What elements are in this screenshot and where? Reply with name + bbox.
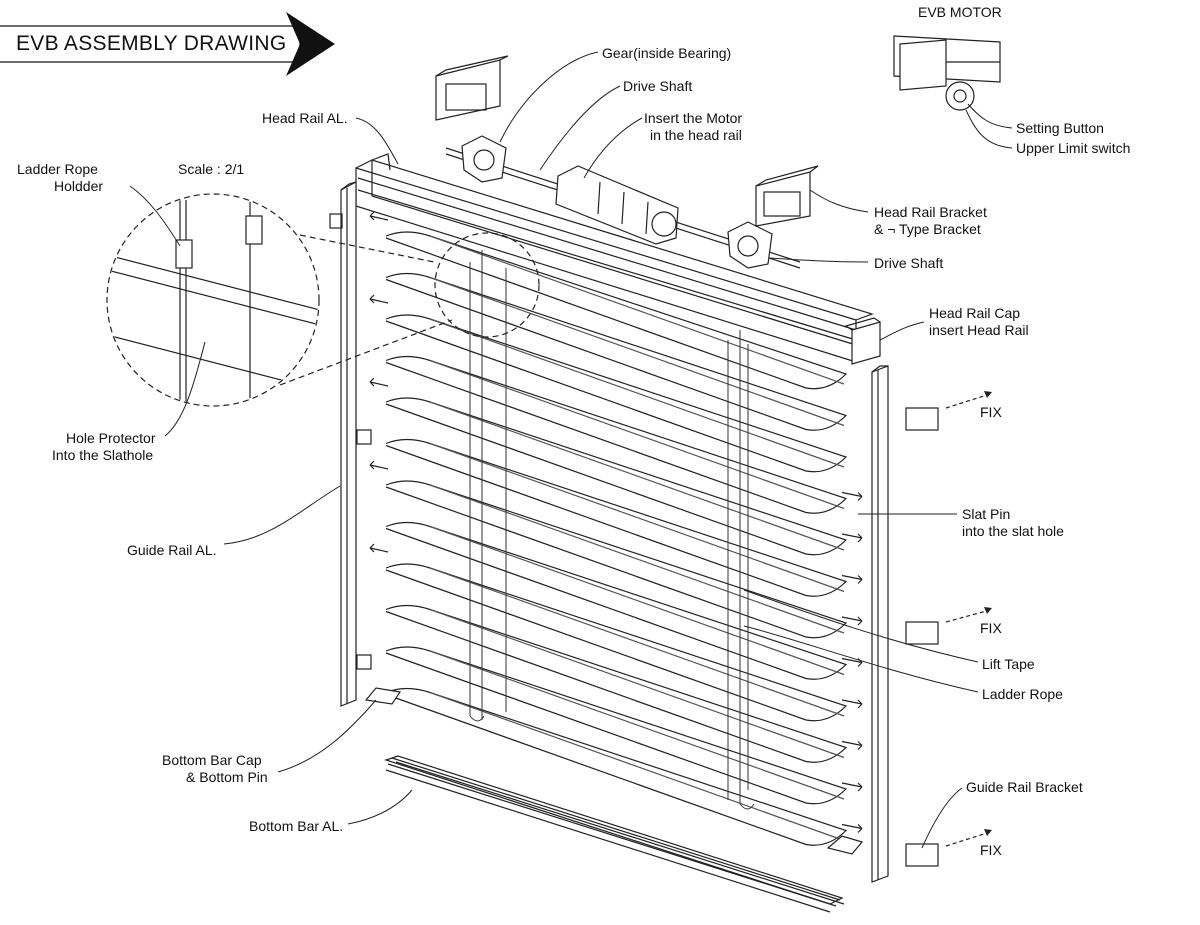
label-ladder-rope: Ladder Rope [982,686,1063,702]
fix-arrows [945,393,991,847]
label-drive-shaft-right: Drive Shaft [874,255,944,271]
label-head-rail-bracket-1: Head Rail Bracket [874,204,987,220]
slat-edge [429,401,845,551]
slat-pin [841,823,863,833]
slat-edge [429,484,845,634]
guide-rail-left [329,181,372,707]
slat-edge [429,608,845,759]
slat [385,272,848,431]
slat-edge [429,691,845,842]
label-insert-motor-1: Insert the Motor [644,110,743,126]
slat [385,397,848,556]
label-slat-pin-1: Slat Pin [962,506,1011,522]
label-ladder-holder-2: Holdder [54,178,104,194]
label-head-rail-cap-1: Head Rail Cap [929,305,1021,321]
bottom-bar-cap-right [826,835,864,855]
slat-edge [429,525,845,676]
label-gear: Gear(inside Bearing) [602,45,732,61]
guide-rail-brackets [905,407,939,867]
label-evb-motor: EVB MOTOR [918,4,1002,20]
label-ladder-holder-1: Ladder Rope [17,161,98,177]
label-head-rail: Head Rail AL. [262,110,348,126]
detail-circle [106,193,540,407]
slat-edge [429,359,845,510]
label-guide-rail-bracket: Guide Rail Bracket [966,779,1083,795]
label-bottom-bar-cap-2: & Bottom Pin [186,769,268,785]
label-fix-1: FIX [980,404,1002,420]
label-head-rail-bracket-2: & ¬ Type Bracket [874,221,981,237]
slat [385,480,848,639]
slat [385,687,848,846]
slat-pin [369,211,389,221]
slat-edge [429,650,845,800]
slat-pin [369,377,389,387]
slat [385,604,848,763]
slat [385,563,848,722]
slat-edge [429,276,845,427]
page-title: EVB ASSEMBLY DRAWING [16,32,287,55]
slat [385,438,848,597]
bottom-bar [384,755,845,913]
slat-edge [429,235,845,385]
slat [385,355,848,514]
guide-rail-right [871,365,889,883]
slat-pin [369,543,389,553]
head-rail-bracket-top [435,55,509,121]
label-hole-protector-1: Hole Protector [66,430,156,446]
label-insert-motor-2: in the head rail [650,127,742,143]
slat-edge [429,442,845,593]
label-fix-3: FIX [980,842,1002,858]
drive-shaft-assembly [445,135,801,269]
leader-lines [129,51,1013,849]
label-upper-limit: Upper Limit switch [1016,140,1131,156]
title-banner [0,12,335,76]
slat-pin [841,699,863,709]
label-bottom-bar: Bottom Bar AL. [249,818,344,834]
evb-motor-detail [893,35,1001,111]
label-slat-pin-2: into the slat hole [962,523,1064,539]
label-lift-tape: Lift Tape [982,656,1035,672]
slat-edge [429,318,845,468]
slat-pin [841,491,863,501]
slat-edge [429,567,845,717]
slat-pin [841,782,863,792]
label-hole-protector-2: Into the Slathole [52,447,154,463]
label-head-rail-cap-2: insert Head Rail [929,322,1029,338]
label-fix-2: FIX [980,620,1002,636]
slat [385,231,848,390]
label-bottom-bar-cap-1: Bottom Bar Cap [162,752,262,768]
slat [385,521,848,680]
label-drive-shaft-top: Drive Shaft [623,78,693,94]
slat-pin [841,616,863,626]
slat-pin [841,740,863,750]
slat-pin [841,574,863,584]
slat-pin [841,533,863,543]
label-setting-button: Setting Button [1016,120,1104,136]
slat-pin [369,294,389,304]
head-rail [355,153,874,363]
head-rail-bracket-right [755,165,819,227]
label-scale: Scale : 2/1 [178,161,245,177]
ladder-ropes [469,250,755,810]
slat [385,314,848,473]
head-rail-cap [844,317,881,365]
slat [385,646,848,805]
slat-pin [369,460,389,470]
bottom-bar-cap-left [364,687,402,705]
slat-stack [369,211,863,846]
label-guide-rail: Guide Rail AL. [127,542,217,558]
